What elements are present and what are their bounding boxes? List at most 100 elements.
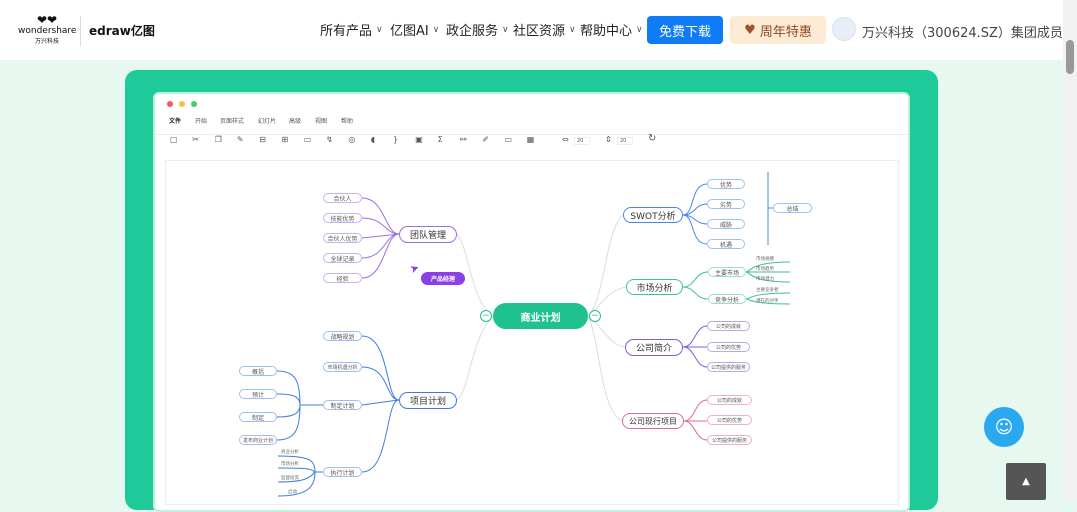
formula-icon[interactable]: Σ [437, 135, 443, 144]
divider [80, 16, 81, 46]
relationship-icon[interactable]: ◎ [348, 135, 356, 144]
nav-enterprise[interactable]: 政企服务∨ [446, 24, 509, 39]
menu-slides[interactable]: 幻灯片 [258, 118, 277, 125]
image-icon[interactable]: ▣ [415, 135, 423, 144]
menu-file[interactable]: 文件 [169, 118, 182, 125]
vertical-spacing-icon: ⇕ [605, 135, 612, 144]
collapse-left-icon[interactable]: − [480, 310, 492, 322]
node-market-child[interactable]: 主要市场 [708, 267, 746, 277]
menu-start[interactable]: 开始 [195, 118, 208, 125]
node-team-child[interactable]: 合伙人优势 [323, 233, 362, 243]
node-plan[interactable]: 项目计划 [399, 392, 457, 409]
collapse-right-icon[interactable]: − [589, 310, 601, 322]
node-make-child[interactable]: 预计 [239, 389, 277, 399]
node-plan-child[interactable]: 战略规划 [323, 331, 362, 341]
node-current[interactable]: 公司现行项目 [622, 413, 684, 429]
chat-support-button[interactable]: ☺ [984, 407, 1024, 447]
menu-view[interactable]: 视图 [315, 118, 328, 125]
node-swot-child[interactable]: 劣势 [707, 199, 745, 209]
cut-icon[interactable]: ✂ [192, 135, 199, 144]
heart-icon: ♥ [744, 22, 756, 38]
table-icon[interactable]: ▦ [526, 135, 535, 144]
smile-chat-icon: ☺ [994, 416, 1014, 438]
node-swot-child[interactable]: 机遇 [707, 239, 745, 249]
mindmap-connectors [276, 172, 791, 497]
nav-edraw-ai[interactable]: 亿图AI∨ [390, 24, 440, 39]
comment-icon[interactable]: ▭ [504, 135, 513, 144]
mindmap-canvas[interactable] [165, 160, 899, 505]
node-swot-summary[interactable]: 总结 [773, 203, 812, 213]
shape-icon[interactable]: ▭ [303, 135, 312, 144]
nav-community[interactable]: 社区资源∨ [513, 24, 576, 39]
wondershare-logo[interactable]: ❤❤ wondershare 万兴科技 [18, 13, 77, 45]
subtopic-icon[interactable]: ⊞ [281, 135, 289, 144]
node-intro-child[interactable]: 公司提供的服务 [707, 362, 750, 372]
arrow-up-icon: ▲ [1022, 476, 1030, 487]
node-make-child[interactable]: 概括 [239, 366, 277, 376]
close-dot [167, 101, 173, 107]
clipboard-icon[interactable]: ▢ [170, 135, 178, 144]
minimize-dot [179, 101, 185, 107]
node-team-child[interactable]: 技能优势 [323, 213, 362, 223]
maximize-dot [191, 101, 197, 107]
node-team-child[interactable]: 合伙人 [323, 193, 362, 203]
callout-icon[interactable]: ◖ [370, 135, 375, 144]
node-intro-child[interactable]: 公司的成就 [707, 321, 750, 331]
summary-icon[interactable]: } [393, 135, 399, 144]
node-market-leaf[interactable]: 潜在的对手 [756, 299, 779, 304]
node-intro-child[interactable]: 公司的优势 [707, 342, 750, 352]
node-team-child[interactable]: 全球记录 [323, 253, 362, 263]
pen-icon[interactable]: ✐ [482, 135, 489, 144]
node-market-leaf[interactable]: 市场趋势 [756, 267, 774, 272]
page-scrollbar[interactable] [1063, 0, 1077, 500]
node-plan-child[interactable]: 执行计划 [323, 467, 362, 477]
horizontal-spacing-icon: ⇔ [562, 135, 569, 144]
node-swot-child[interactable]: 威胁 [707, 219, 745, 229]
node-plan-child[interactable]: 市场机遇分析 [323, 362, 362, 372]
node-make-child[interactable]: 发布商业计划 [239, 435, 277, 445]
node-plan-child[interactable]: 制定计划 [323, 400, 362, 410]
node-market-leaf[interactable]: 市场潜力 [756, 277, 774, 282]
node-swot-child[interactable]: 优势 [707, 179, 745, 189]
menu-advanced[interactable]: 高级 [289, 118, 302, 125]
chevron-down-icon: ∨ [636, 24, 643, 35]
node-team[interactable]: 团队管理 [399, 226, 457, 243]
refresh-icon[interactable]: ↻ [648, 133, 657, 144]
node-exec-leaf[interactable]: 商业分析 [281, 450, 299, 455]
node-market-leaf[interactable]: 主要竞争者 [756, 288, 779, 293]
root-node[interactable]: 商业计划 [493, 303, 588, 329]
node-intro[interactable]: 公司简介 [625, 339, 683, 356]
node-exec-leaf[interactable]: 启动 [288, 490, 297, 495]
nav-all-products[interactable]: 所有产品∨ [320, 24, 383, 39]
node-swot[interactable]: SWOT分析 [623, 207, 683, 223]
node-current-child[interactable]: 公司的优势 [707, 415, 752, 425]
nav-help[interactable]: 帮助中心∨ [580, 24, 643, 39]
node-current-child[interactable]: 公司提供的服务 [707, 435, 752, 445]
node-market-leaf[interactable]: 市场规模 [756, 257, 774, 262]
node-make-child[interactable]: 制定 [239, 412, 277, 422]
format-painter-icon[interactable]: ✎ [236, 135, 244, 144]
avatar[interactable] [832, 17, 856, 41]
node-team-child[interactable]: 经验 [323, 273, 362, 283]
node-market[interactable]: 市场分析 [626, 279, 683, 295]
connector-icon[interactable]: ↯ [326, 135, 333, 144]
node-market-child[interactable]: 竞争分析 [708, 294, 746, 304]
topic-icon[interactable]: ⊟ [259, 135, 266, 144]
download-button[interactable]: 免费下载 [647, 16, 723, 44]
node-current-child[interactable]: 公司的成就 [707, 395, 752, 405]
node-exec-leaf[interactable]: 市场分析 [281, 462, 299, 467]
chevron-down-icon: ∨ [432, 24, 440, 35]
vertical-spacing-input[interactable]: 20 [617, 137, 633, 145]
edraw-logo[interactable]: edraw亿图 [89, 24, 155, 38]
collaborator-tag: 产品经理 [421, 272, 465, 285]
chevron-down-icon: ∨ [502, 24, 509, 35]
copy-icon[interactable]: ❐ [214, 135, 222, 144]
menu-help[interactable]: 帮助 [341, 118, 354, 125]
back-to-top-button[interactable]: ▲ [1006, 463, 1046, 500]
horizontal-spacing-input[interactable]: 20 [574, 137, 590, 145]
promo-button[interactable]: ♥周年特惠 [730, 16, 826, 44]
chevron-down-icon: ∨ [376, 24, 383, 35]
node-exec-leaf[interactable]: 监督投资 [281, 476, 299, 481]
link-icon[interactable]: ⚯ [459, 135, 467, 144]
menu-page-style[interactable]: 页面样式 [220, 118, 245, 125]
